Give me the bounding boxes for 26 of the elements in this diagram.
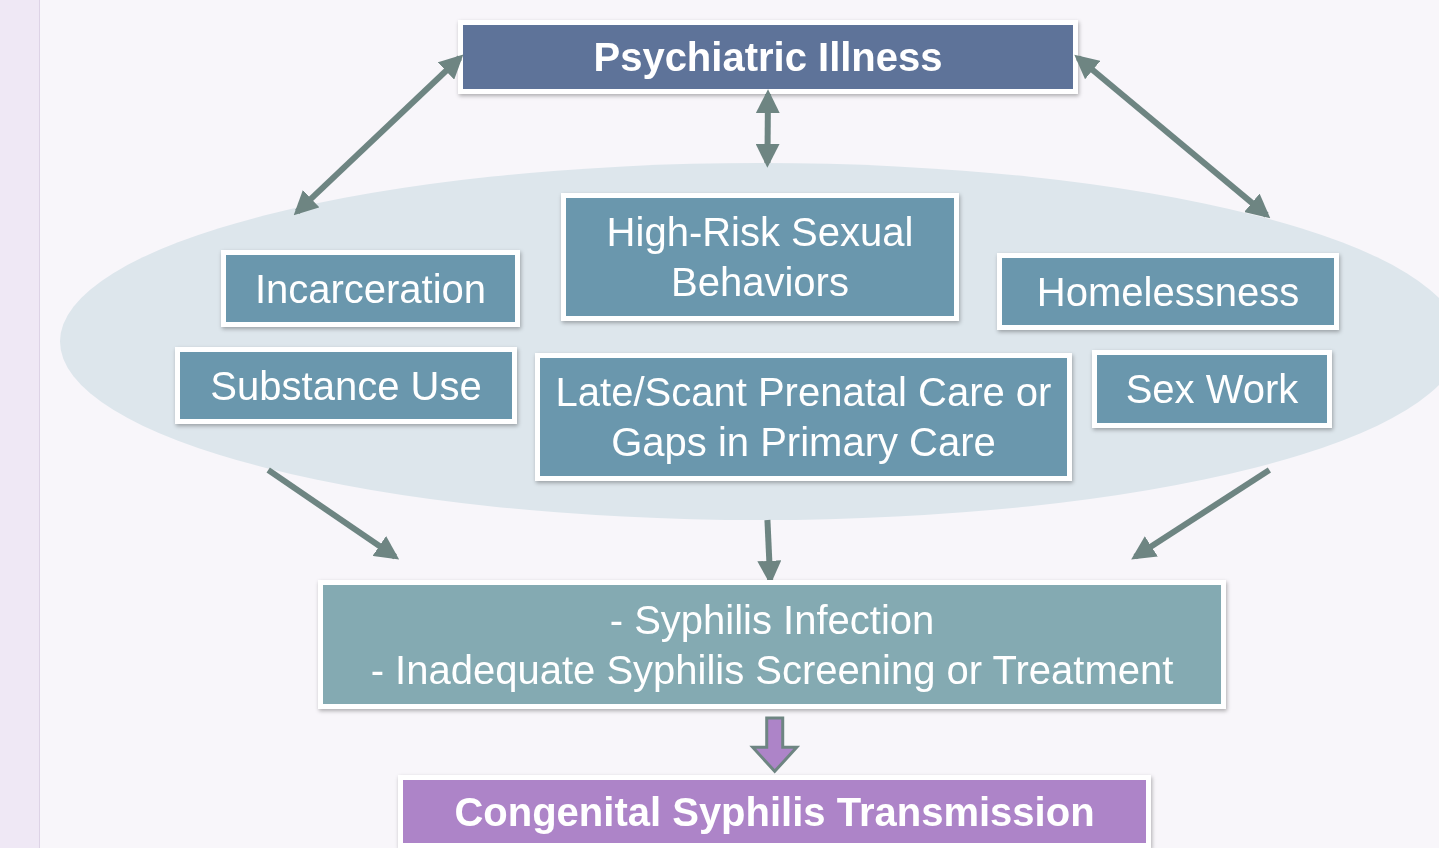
node-label: Late/Scant Prenatal Care or Gaps in Primary Care — [554, 369, 1053, 466]
node-label: Sex Work — [1125, 366, 1299, 413]
arrow — [749, 716, 801, 774]
arrow — [1074, 54, 1271, 219]
ellipse-background — [60, 163, 1439, 520]
process-box — [398, 775, 1151, 848]
node-label: High-Risk Sexual Behaviors — [605, 209, 915, 306]
node-label: Psychiatric Illness — [593, 34, 943, 81]
node-label: Congenital Syphilis Transmission — [454, 788, 1095, 836]
node-label: Incarceration — [254, 265, 487, 313]
process-box — [561, 193, 959, 321]
process-box — [535, 353, 1072, 481]
arrow — [266, 467, 400, 560]
process-box — [221, 250, 520, 327]
arrow — [293, 54, 464, 216]
process-box — [318, 580, 1226, 709]
process-box — [1092, 350, 1332, 428]
process-box — [458, 20, 1078, 94]
node-label: - Syphilis Infection — [609, 596, 935, 644]
process-box — [997, 253, 1339, 330]
node-label: Substance Use — [210, 362, 482, 410]
process-box — [175, 347, 517, 424]
arrow — [1131, 467, 1271, 560]
node-label: Homelessness — [1036, 268, 1300, 316]
arrow — [755, 89, 780, 168]
node-label: - Inadequate Syphilis Screening or Treatment — [370, 646, 1174, 694]
